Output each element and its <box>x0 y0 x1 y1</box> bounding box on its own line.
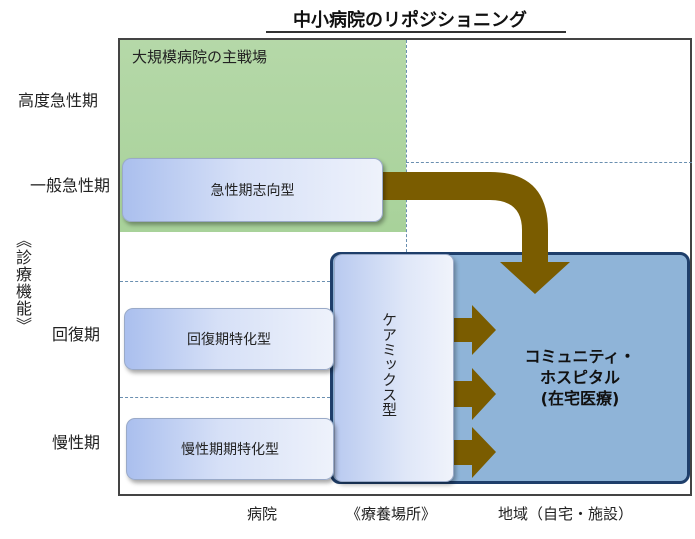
x-label-community: 地域（自宅・施設） <box>498 505 634 523</box>
row-label-advanced-acute: 高度急性期 <box>17 91 98 110</box>
recovery-specialized-box: 回復期特化型 <box>124 308 334 370</box>
grid-line-3 <box>120 397 330 398</box>
community-hospital-label: コミュニティ・ ホスピタル (在宅医療) <box>470 346 690 409</box>
arrow-caremix-to-community-3 <box>454 427 496 478</box>
y-axis-label: 《診療機能》 <box>13 232 32 334</box>
row-label-recovery: 回復期 <box>51 325 100 344</box>
row-label-chronic: 慢性期 <box>51 433 100 452</box>
community-line-2: ホスピタル <box>539 368 620 387</box>
chronic-specialized-box: 慢性期期特化型 <box>126 418 334 480</box>
caremix-label: ケアミックス型 <box>380 312 398 417</box>
x-label-care-place: 《療養場所》 <box>346 505 437 523</box>
arrow-caremix-to-community-1 <box>454 305 496 355</box>
title-underline <box>266 31 566 33</box>
row-label-general-acute: 一般急性期 <box>30 176 111 195</box>
grid-line-1 <box>406 162 692 163</box>
large-hospital-zone-label: 大規模病院の主戦場 <box>132 48 268 66</box>
caremix-box <box>334 254 454 482</box>
grid-line-vertical <box>406 40 407 252</box>
arrow-acute-to-community <box>383 172 570 294</box>
x-label-hospital: 病院 <box>247 505 278 523</box>
diagram-title: 中小病院のリポジショニング <box>293 10 527 31</box>
acute-oriented-box: 急性期志向型 <box>122 158 383 222</box>
community-line-1: コミュニティ・ <box>524 347 636 366</box>
community-line-3: (在宅医療) <box>540 389 620 408</box>
grid-line-2 <box>120 281 330 282</box>
